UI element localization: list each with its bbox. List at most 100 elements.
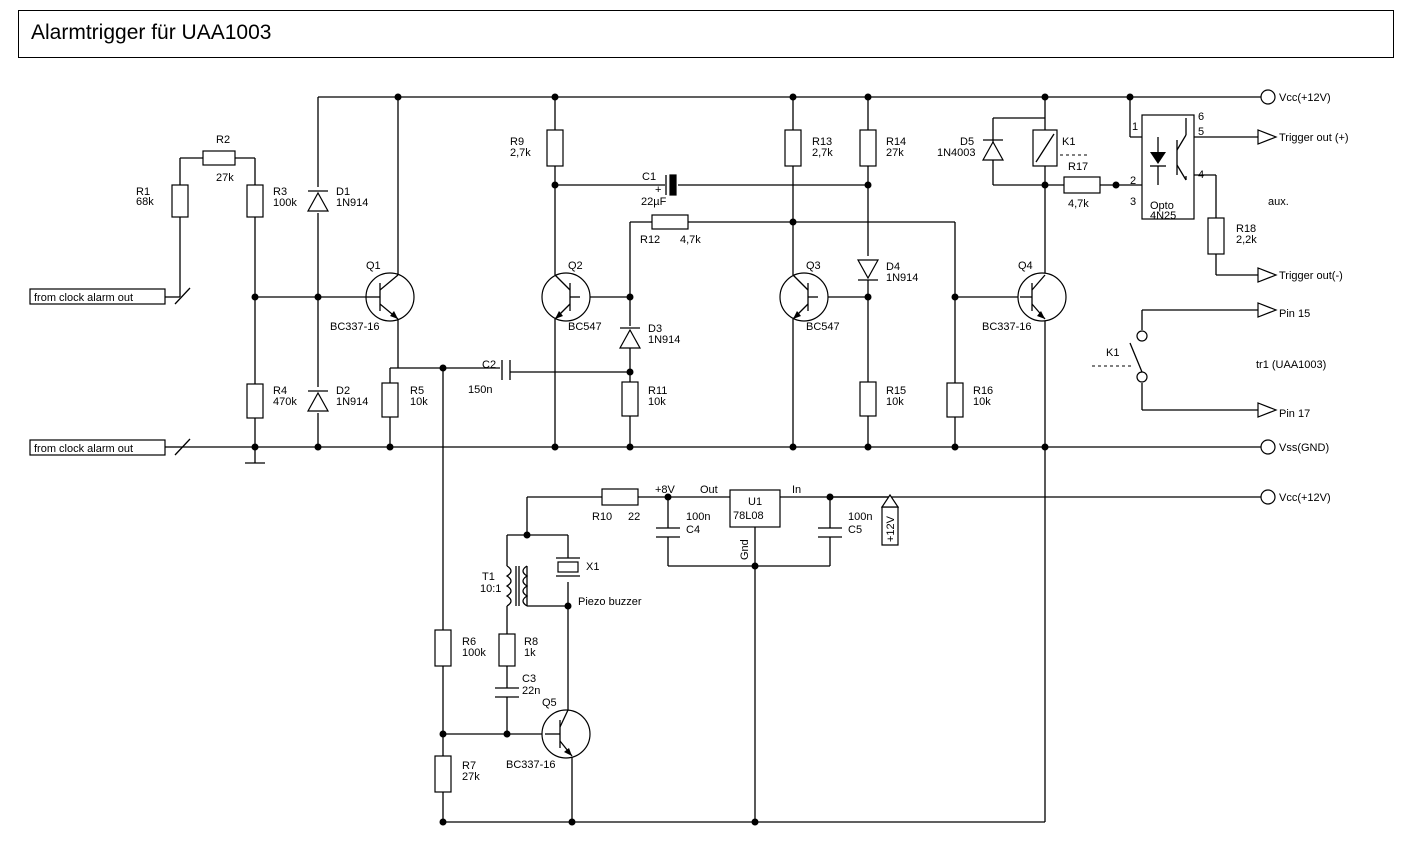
plus12v-flag: +12V bbox=[830, 493, 900, 546]
svg-text:5: 5 bbox=[1198, 126, 1204, 138]
svg-text:10k: 10k bbox=[410, 396, 428, 408]
svg-text:R8: R8 bbox=[524, 636, 538, 648]
svg-text:4N25: 4N25 bbox=[1150, 210, 1176, 222]
svg-text:Vcc(+12V): Vcc(+12V) bbox=[1279, 492, 1331, 504]
trigger-out-plus: Trigger out (+) bbox=[1257, 129, 1349, 145]
svg-text:R15: R15 bbox=[886, 385, 906, 397]
svg-text:R6: R6 bbox=[462, 636, 476, 648]
svg-text:10k: 10k bbox=[886, 396, 904, 408]
capacitor-c1: C1 + 22µF bbox=[641, 171, 677, 208]
resistor-r18: R18 2,2k bbox=[1207, 217, 1257, 255]
svg-text:2,2k: 2,2k bbox=[1236, 234, 1257, 246]
svg-text:R1: R1 bbox=[136, 186, 150, 198]
svg-text:D1: D1 bbox=[336, 186, 350, 198]
svg-text:R14: R14 bbox=[886, 136, 906, 148]
svg-text:27k: 27k bbox=[216, 172, 234, 184]
clock-alarm-input-2: from clock alarm out bbox=[29, 438, 191, 456]
svg-text:R3: R3 bbox=[273, 186, 287, 198]
resistor-r10: R10 22 bbox=[592, 488, 640, 523]
svg-text:K1: K1 bbox=[1062, 136, 1075, 148]
transistor-q5: Q5 BC337-16 bbox=[506, 697, 591, 771]
svg-text:D5: D5 bbox=[960, 136, 974, 148]
svg-text:Out: Out bbox=[700, 484, 718, 496]
svg-text:Vss(GND): Vss(GND) bbox=[1279, 442, 1329, 454]
svg-text:10k: 10k bbox=[973, 396, 991, 408]
svg-text:2,7k: 2,7k bbox=[510, 147, 531, 159]
vcc-bottom-terminal: Vcc(+12V) bbox=[1260, 489, 1331, 505]
svg-text:R16: R16 bbox=[973, 385, 993, 397]
svg-text:22n: 22n bbox=[522, 685, 540, 697]
svg-text:1N914: 1N914 bbox=[648, 334, 680, 346]
resistor-r2: R2 27k bbox=[202, 134, 236, 184]
capacitor-c5: 100n C5 bbox=[818, 511, 872, 538]
svg-text:Opto: Opto bbox=[1150, 200, 1174, 212]
relay-contact-k1: K1 bbox=[1092, 309, 1258, 411]
svg-text:C5: C5 bbox=[848, 524, 862, 536]
diode-d2: D2 1N914 bbox=[306, 385, 368, 412]
svg-text:22µF: 22µF bbox=[641, 196, 667, 208]
q2-wires bbox=[554, 97, 956, 447]
svg-text:1: 1 bbox=[1132, 121, 1138, 133]
svg-text:100k: 100k bbox=[273, 197, 297, 209]
svg-text:78L08: 78L08 bbox=[733, 510, 764, 522]
resistor-r3: R3 100k bbox=[246, 184, 297, 218]
capacitor-c3: C3 22n bbox=[495, 673, 540, 698]
resistor-r6: R6 100k bbox=[434, 629, 486, 667]
svg-text:68k: 68k bbox=[136, 196, 154, 208]
svg-text:BC337-16: BC337-16 bbox=[330, 321, 380, 333]
capacitor-c2: C2 150n bbox=[468, 359, 630, 396]
svg-text:27k: 27k bbox=[886, 147, 904, 159]
resistor-r7: R7 27k bbox=[434, 755, 480, 793]
clock-alarm-input-1: from clock alarm out bbox=[29, 287, 191, 305]
relay-coil-k1: K1 bbox=[1032, 129, 1088, 167]
diode-d5: D5 1N4003 bbox=[937, 136, 1005, 161]
buzzer-wires bbox=[442, 534, 573, 822]
optocoupler: 1 2 3 4 5 6 Opto 4N25 bbox=[1130, 111, 1204, 222]
piezo-buzzer-x1: X1 Piezo buzzer bbox=[556, 557, 642, 608]
resistor-r5: R5 10k bbox=[381, 382, 428, 418]
svg-text:10k: 10k bbox=[648, 396, 666, 408]
svg-text:U1: U1 bbox=[748, 496, 762, 508]
diode-d1: D1 1N914 bbox=[306, 186, 368, 212]
svg-text:BC337-16: BC337-16 bbox=[506, 759, 556, 771]
svg-text:D3: D3 bbox=[648, 323, 662, 335]
vss-terminal: Vss(GND) bbox=[1260, 439, 1329, 455]
resistor-r9: R9 2,7k bbox=[510, 129, 564, 167]
trigger-out-minus: Trigger out(-) bbox=[1257, 267, 1343, 283]
svg-text:from clock alarm out: from clock alarm out bbox=[34, 292, 133, 304]
resistor-r8: R8 1k bbox=[498, 633, 538, 667]
svg-text:C1: C1 bbox=[642, 171, 656, 183]
svg-text:22: 22 bbox=[628, 511, 640, 523]
svg-text:1N914: 1N914 bbox=[336, 197, 368, 209]
svg-text:R12: R12 bbox=[640, 234, 660, 246]
resistor-r14: R14 27k bbox=[859, 129, 906, 167]
svg-text:R10: R10 bbox=[592, 511, 612, 523]
svg-text:2: 2 bbox=[1130, 175, 1136, 187]
capacitor-c4: 100n C4 bbox=[656, 511, 710, 538]
svg-text:from clock alarm out: from clock alarm out bbox=[34, 443, 133, 455]
svg-text:3: 3 bbox=[1130, 196, 1136, 208]
svg-text:R5: R5 bbox=[410, 385, 424, 397]
svg-text:BC337-16: BC337-16 bbox=[982, 321, 1032, 333]
svg-text:2,7k: 2,7k bbox=[812, 147, 833, 159]
diode-d3: D3 1N914 bbox=[618, 323, 680, 349]
svg-text:+: + bbox=[655, 184, 661, 196]
svg-text:470k: 470k bbox=[273, 396, 297, 408]
svg-text:100n: 100n bbox=[686, 511, 710, 523]
svg-text:BC547: BC547 bbox=[568, 321, 602, 333]
svg-text:R18: R18 bbox=[1236, 223, 1256, 235]
svg-text:D2: D2 bbox=[336, 385, 350, 397]
svg-text:27k: 27k bbox=[462, 771, 480, 783]
svg-text:Q1: Q1 bbox=[366, 260, 381, 272]
svg-text:4,7k: 4,7k bbox=[1068, 198, 1089, 210]
svg-text:+12V: +12V bbox=[885, 515, 897, 542]
svg-text:4,7k: 4,7k bbox=[680, 234, 701, 246]
svg-text:K1: K1 bbox=[1106, 347, 1119, 359]
svg-text:BC547: BC547 bbox=[806, 321, 840, 333]
svg-text:6: 6 bbox=[1198, 111, 1204, 123]
svg-text:Pin 17: Pin 17 bbox=[1279, 408, 1310, 420]
q1-wires bbox=[389, 97, 500, 630]
svg-text:R7: R7 bbox=[462, 760, 476, 772]
svg-text:Q3: Q3 bbox=[806, 260, 821, 272]
